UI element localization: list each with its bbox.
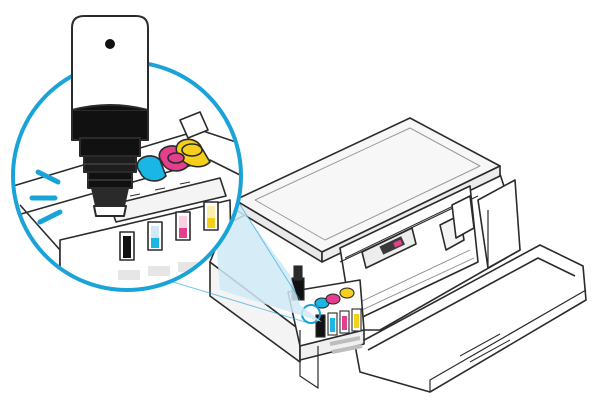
output-tray [354, 244, 587, 393]
ink-tank-caps [136, 138, 211, 182]
ink-tank-windows [119, 201, 219, 261]
printer-ink-tanks [291, 265, 363, 354]
splash-lines-icon [29, 169, 63, 225]
ink-bottle-icon [71, 15, 149, 217]
